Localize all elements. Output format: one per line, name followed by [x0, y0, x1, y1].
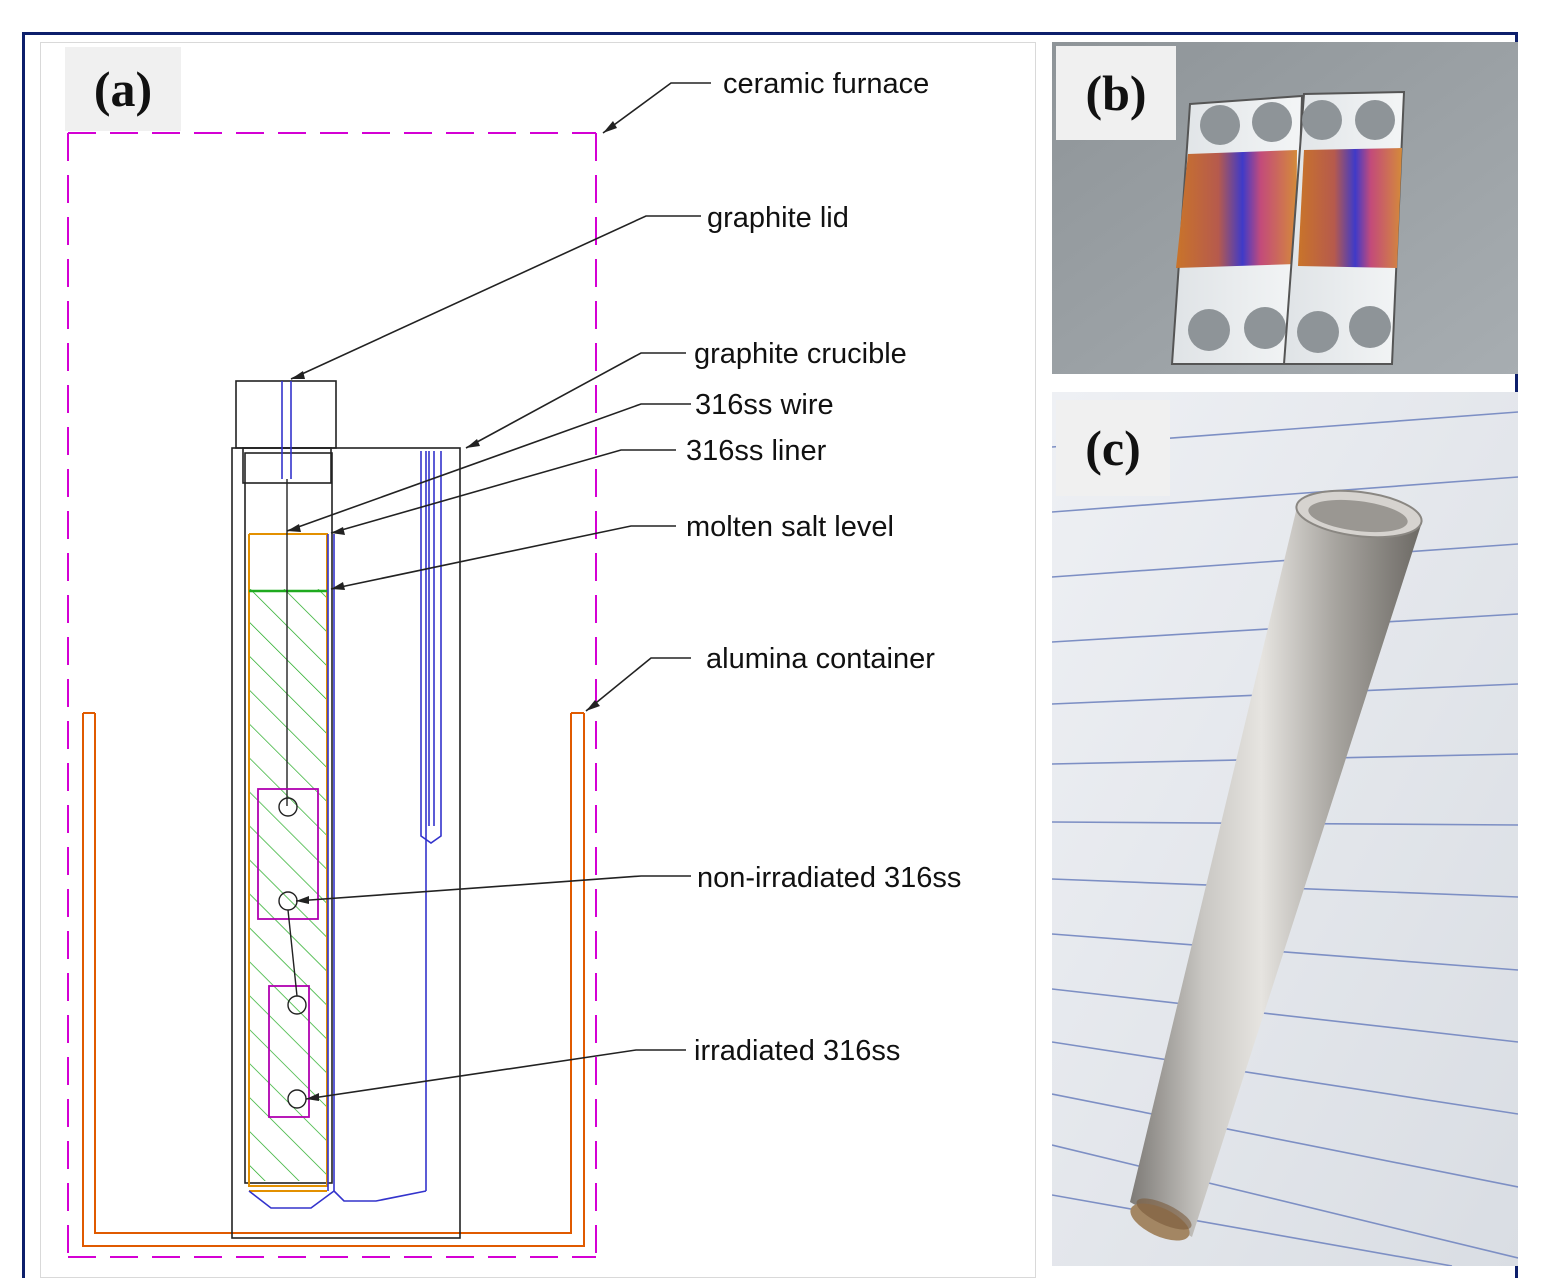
- panel-b-label: (b): [1056, 46, 1176, 140]
- salt-fill: [249, 589, 327, 1181]
- callout-graphite-crucible: graphite crucible: [694, 338, 907, 370]
- alumina-container: [82, 712, 585, 1247]
- panel-a-schematic: ceramic furnace graphite lid graphite cr…: [40, 42, 1036, 1278]
- callout-non-irradiated: non-irradiated 316ss: [697, 862, 961, 894]
- thermocouple-well: [420, 451, 442, 844]
- ceramic-furnace-outline: [67, 132, 597, 1259]
- panel-b-photo: (b): [1052, 42, 1518, 374]
- graphite-crucible: [231, 447, 461, 1239]
- callout-316ss-wire: 316ss wire: [695, 389, 834, 421]
- callout-irradiated: irradiated 316ss: [694, 1035, 900, 1067]
- specimen-irradiated: [268, 985, 310, 1118]
- callout-316ss-liner: 316ss liner: [686, 435, 827, 467]
- leader-arrowheads: [287, 121, 617, 1101]
- panel-c-label: (c): [1056, 400, 1170, 496]
- panel-c-photo: (c): [1052, 392, 1518, 1266]
- callout-molten-salt-level: molten salt level: [686, 511, 894, 543]
- crucible-inner-wall: [248, 451, 427, 1209]
- lid-rod: [281, 381, 292, 479]
- specimen-left: [1170, 94, 1304, 365]
- liner-tube-photo: [1052, 392, 1518, 1266]
- graphite-lid: [235, 380, 337, 484]
- callout-graphite-lid: graphite lid: [707, 202, 849, 234]
- schematic-drawing: ceramic furnace graphite lid graphite cr…: [67, 68, 961, 1259]
- specimen-non-irradiated: [257, 788, 319, 920]
- panel-a-label: (a): [65, 47, 181, 131]
- liner-316ss: [248, 533, 328, 1192]
- specimen-right: [1282, 90, 1406, 365]
- liner-tube: [1130, 489, 1423, 1241]
- callout-alumina-container: alumina container: [706, 643, 935, 675]
- specimen-photo: [1052, 42, 1518, 374]
- callout-ceramic-furnace: ceramic furnace: [723, 68, 929, 100]
- leader-lines: [286, 82, 711, 1100]
